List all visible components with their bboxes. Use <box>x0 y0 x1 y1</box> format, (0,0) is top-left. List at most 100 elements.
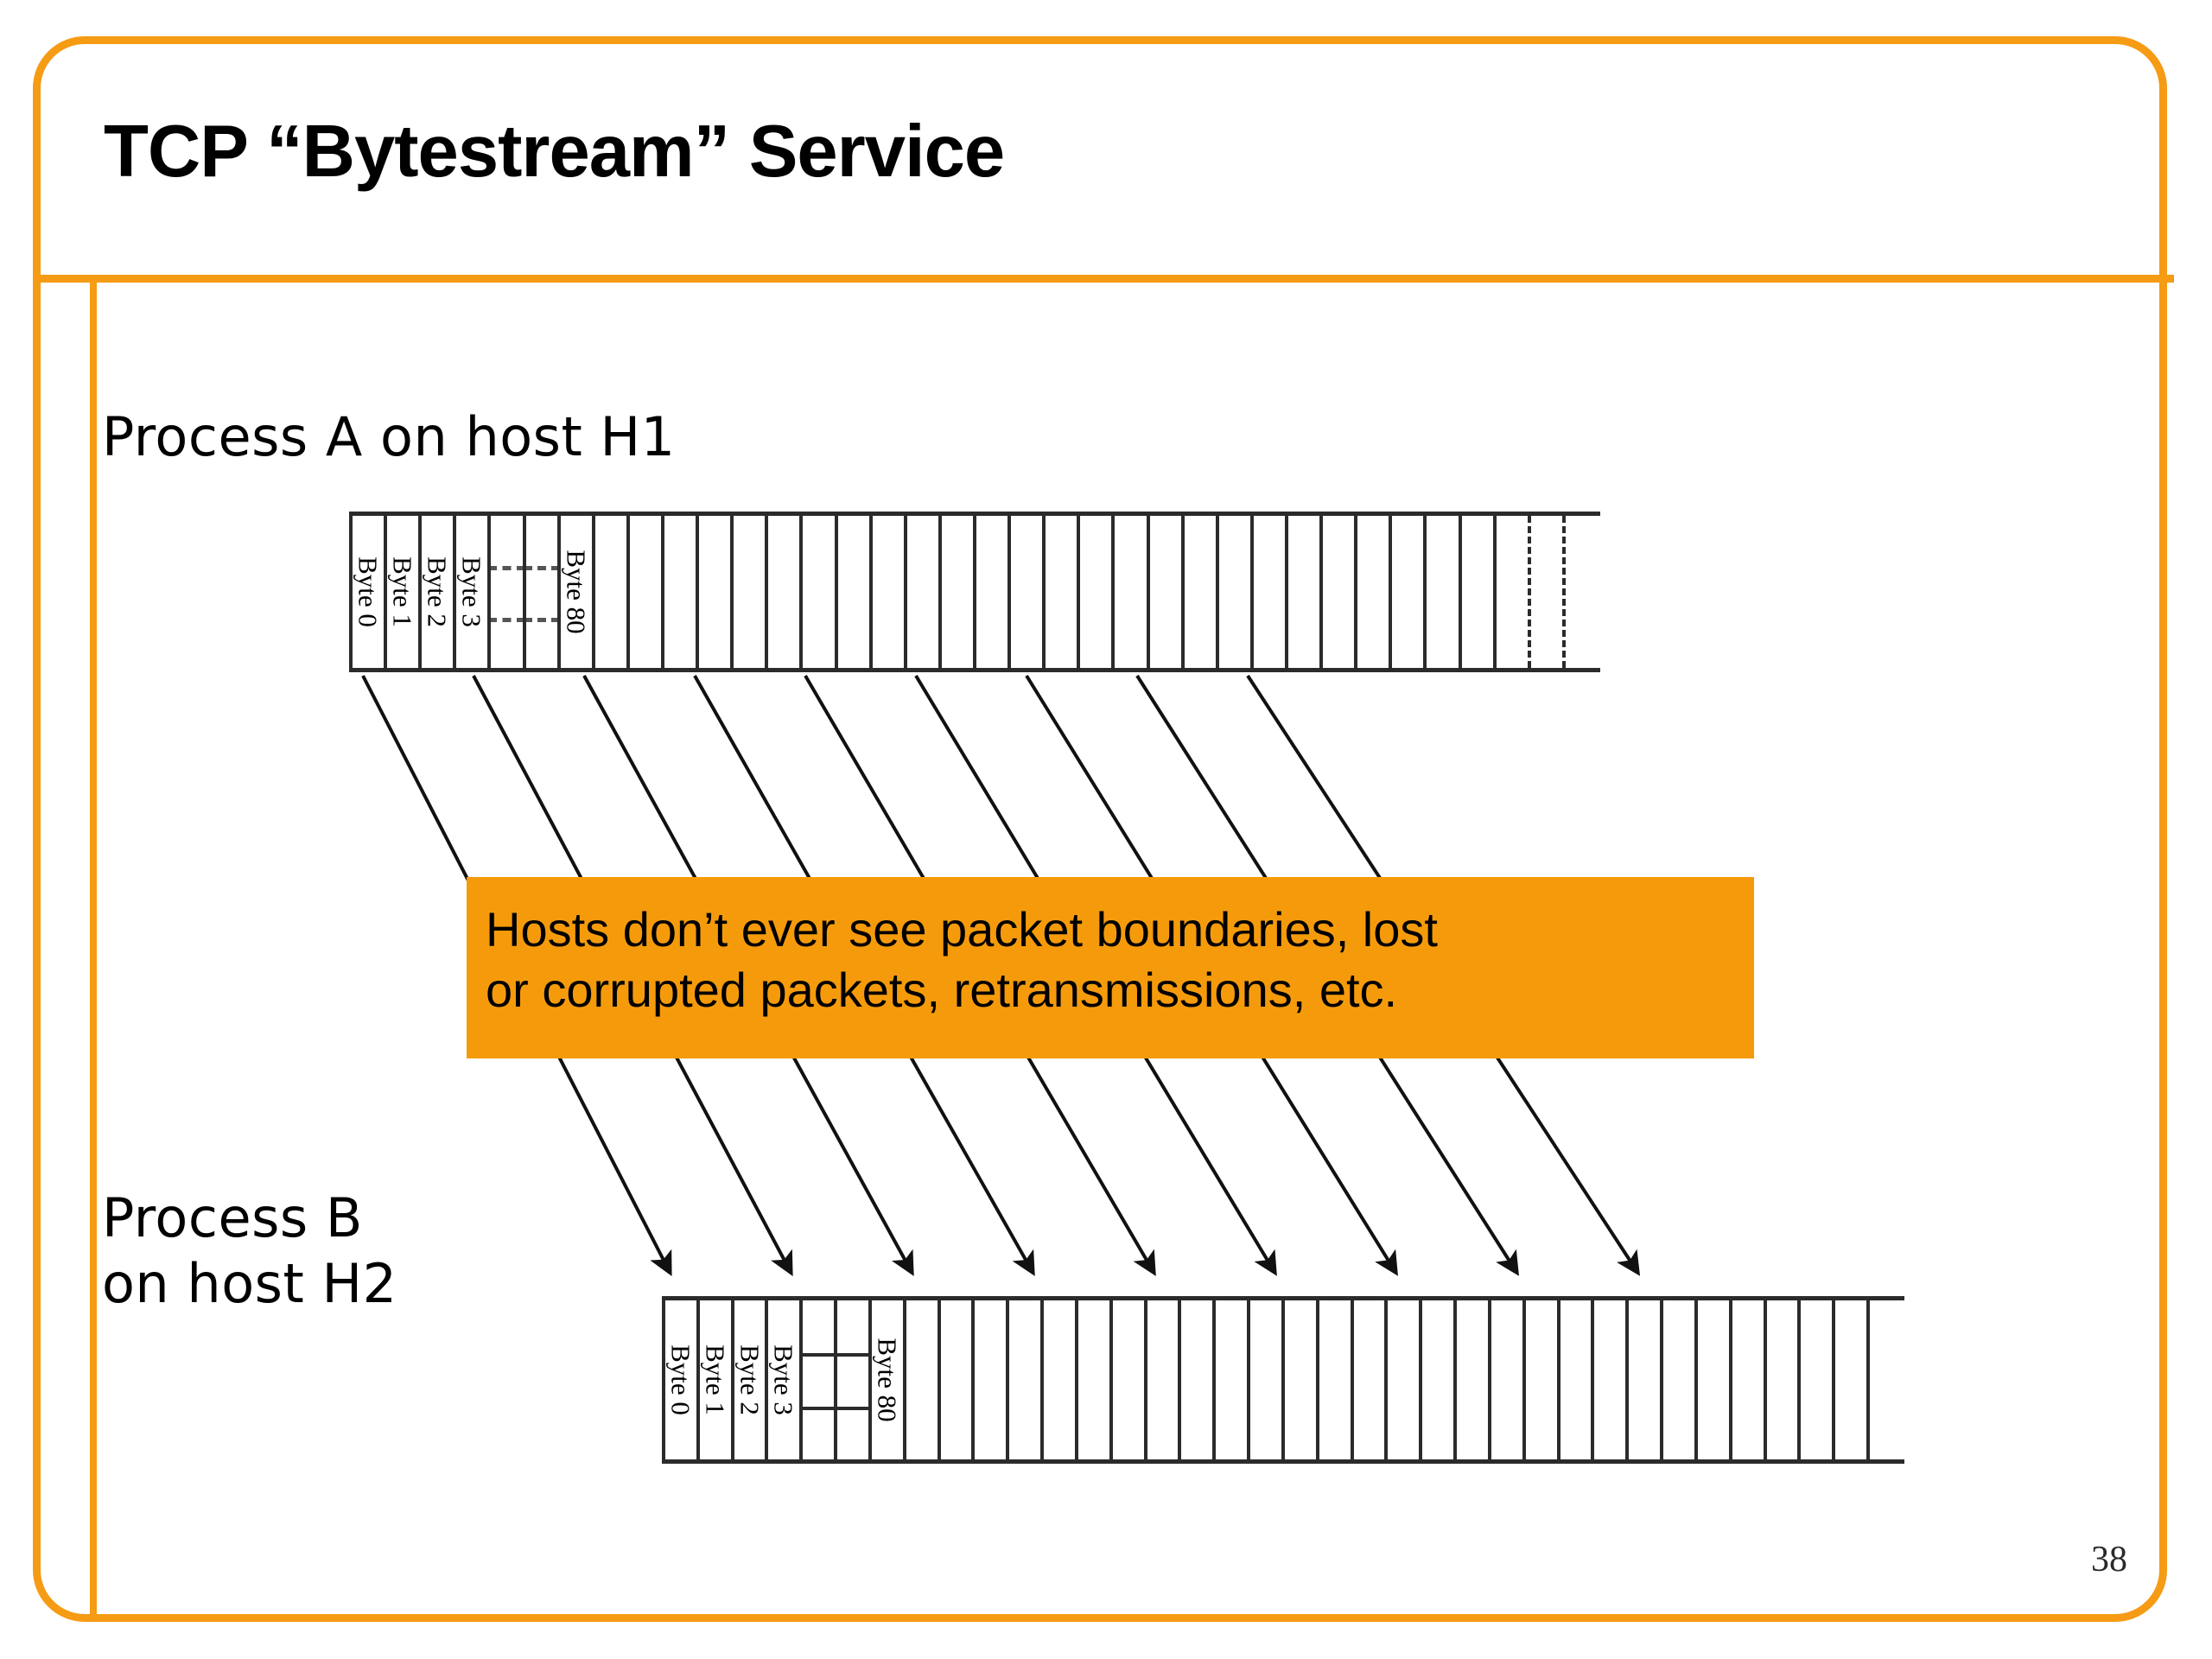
byte-cell <box>1147 1300 1182 1459</box>
byte-cell <box>525 516 561 668</box>
byte-cell <box>768 516 804 668</box>
byte-cell <box>1392 516 1427 668</box>
byte-cell <box>1427 516 1462 668</box>
byte-cell <box>1115 516 1150 668</box>
byte-cell-labeled: Byte 80 <box>872 1300 906 1459</box>
byte-cell-labeled: Byte 2 <box>734 1300 769 1459</box>
slide-frame-border <box>33 36 2167 1622</box>
byte-cell <box>595 516 630 668</box>
byte-cell <box>1216 1300 1251 1459</box>
byte-cell <box>1357 516 1393 668</box>
byte-cell <box>1531 516 1566 668</box>
byte-cell-label: Byte 1 <box>700 1344 731 1415</box>
process-a-label: Process A on host H1 <box>102 405 676 468</box>
byte-cell-label: Byte 0 <box>353 556 384 627</box>
byte-cell <box>1080 516 1116 668</box>
byte-cell-labeled: Byte 3 <box>456 516 492 668</box>
ellipsis-dash <box>525 566 557 571</box>
byte-cell <box>1663 1300 1698 1459</box>
byte-cell-label: Byte 1 <box>387 556 418 627</box>
byte-cell <box>1422 1300 1458 1459</box>
byte-cell <box>1323 516 1358 668</box>
byte-cell <box>1462 516 1497 668</box>
byte-cell <box>1526 1300 1560 1459</box>
byte-cell <box>1566 516 1600 668</box>
callout-text: Hosts don’t ever see packet boundaries, … <box>486 902 1438 1017</box>
byte-cell-labeled: Byte 80 <box>561 516 595 668</box>
byte-cell <box>941 1300 976 1459</box>
byte-cell <box>837 1300 872 1459</box>
byte-cell-label: Byte 2 <box>734 1344 766 1415</box>
byte-cell-label: Byte 80 <box>872 1338 903 1422</box>
byte-cell <box>907 516 942 668</box>
byte-cell-labeled: Byte 2 <box>422 516 457 668</box>
byte-cell <box>1250 1300 1285 1459</box>
byte-cell <box>1150 516 1185 668</box>
byte-cell <box>1835 1300 1870 1459</box>
process-b-label: Process B on host H2 <box>102 1186 397 1315</box>
byte-cell <box>1288 516 1324 668</box>
byte-cell <box>1594 1300 1630 1459</box>
byte-cell <box>1457 1300 1491 1459</box>
byte-cell-labeled: Byte 0 <box>665 1300 700 1459</box>
callout-box: Hosts don’t ever see packet boundaries, … <box>467 877 1754 1058</box>
byte-cell <box>1732 1300 1767 1459</box>
byte-cell <box>1009 1300 1045 1459</box>
byte-cell <box>1113 1300 1147 1459</box>
byte-cell <box>803 1300 838 1459</box>
byte-cell <box>1354 1300 1389 1459</box>
byte-cell <box>1254 516 1288 668</box>
byte-cell <box>1497 516 1531 668</box>
byte-cell <box>734 516 769 668</box>
ellipsis-dash <box>525 617 557 622</box>
byte-cell <box>1044 1300 1078 1459</box>
byte-cell <box>664 516 700 668</box>
byte-cell <box>1078 1300 1113 1459</box>
byte-cell <box>1011 516 1046 668</box>
ellipsis-dash <box>491 566 523 571</box>
byte-cell-labeled: Byte 0 <box>353 516 388 668</box>
title-divider-rule <box>33 275 2174 283</box>
byte-cell <box>1560 1300 1595 1459</box>
byte-cell-label: Byte 2 <box>422 556 453 627</box>
ellipsis-dash <box>803 1407 835 1411</box>
byte-cell <box>1181 1300 1217 1459</box>
byte-cell <box>491 516 526 668</box>
byte-cell <box>699 516 734 668</box>
byte-cell <box>1767 1300 1802 1459</box>
byte-cell <box>1698 1300 1732 1459</box>
byte-cell <box>630 516 664 668</box>
byte-cell <box>1046 516 1081 668</box>
byte-cell <box>1491 1300 1526 1459</box>
byte-cell <box>906 1300 941 1459</box>
byte-cell-label: Byte 0 <box>665 1344 696 1415</box>
ellipsis-dash <box>837 1407 868 1411</box>
ellipsis-dash <box>803 1352 835 1357</box>
byte-cell <box>975 1300 1010 1459</box>
byte-cell <box>1870 1300 1904 1459</box>
byte-cell <box>1388 1300 1423 1459</box>
byte-cell-label: Byte 80 <box>561 550 592 634</box>
ellipsis-dash <box>837 1352 868 1357</box>
byte-cell <box>1629 1300 1664 1459</box>
byte-cell <box>1319 1300 1354 1459</box>
byte-cell-labeled: Byte 3 <box>768 1300 804 1459</box>
byte-cell <box>1219 516 1254 668</box>
ellipsis-dash <box>491 617 523 622</box>
byte-cell <box>873 516 907 668</box>
byte-cell <box>976 516 1012 668</box>
byte-cell <box>1285 1300 1319 1459</box>
byte-cell-labeled: Byte 1 <box>387 516 423 668</box>
byte-cell <box>1185 516 1219 668</box>
byte-cell <box>803 516 838 668</box>
page-title: TCP “Bytestream” Service <box>104 111 1005 193</box>
byte-cell-label: Byte 3 <box>456 556 487 627</box>
body-left-accent-line <box>90 282 97 1614</box>
byte-cell <box>1801 1300 1836 1459</box>
page-number: 38 <box>2091 1540 2127 1580</box>
byte-cell <box>838 516 873 668</box>
byte-cell-labeled: Byte 1 <box>700 1300 734 1459</box>
